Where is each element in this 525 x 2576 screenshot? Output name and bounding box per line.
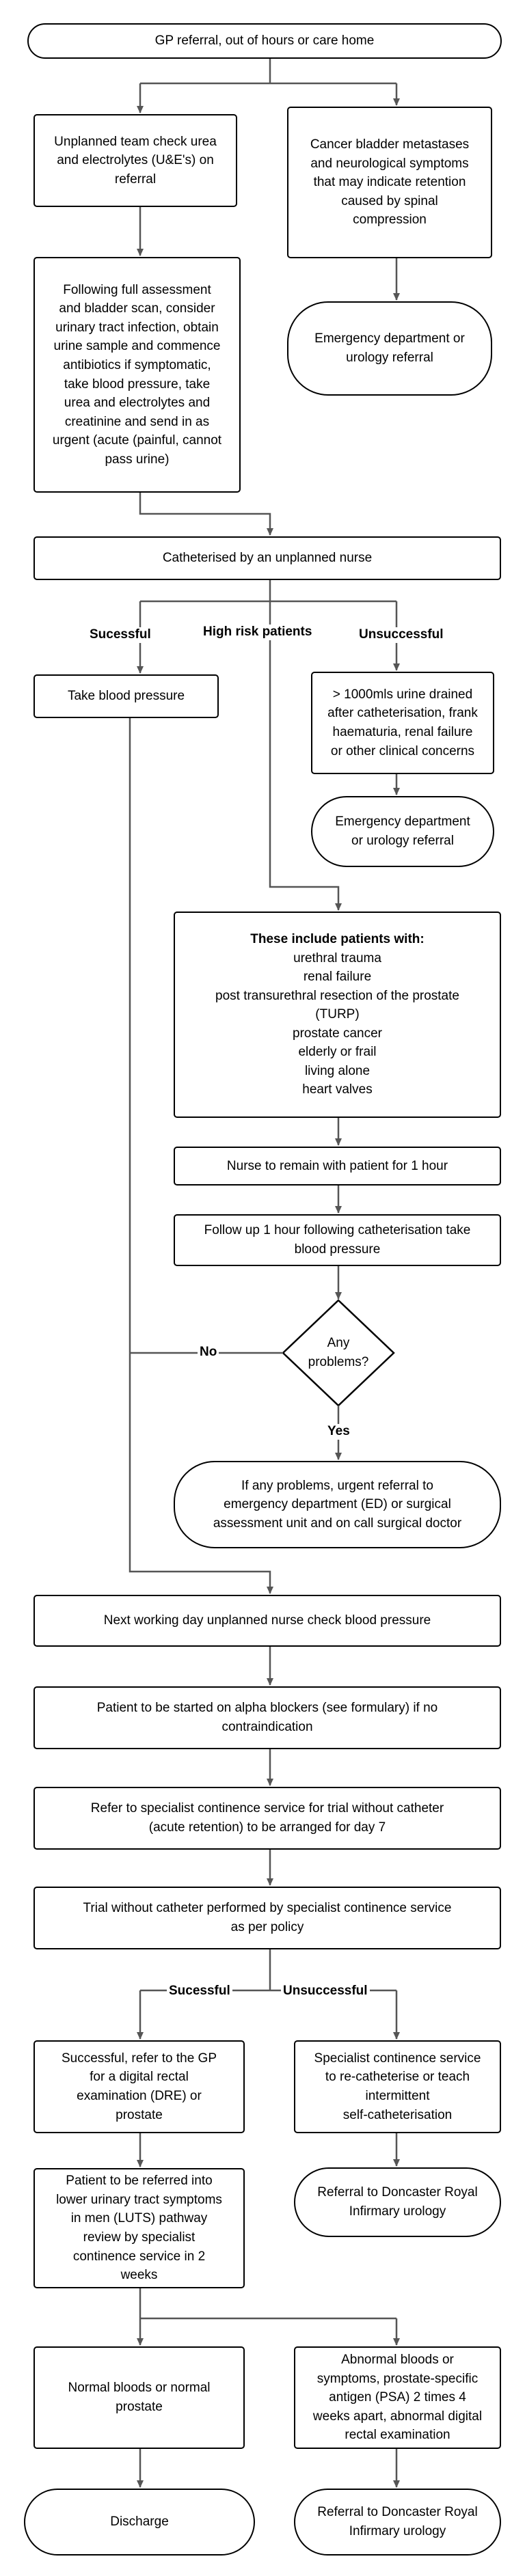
high-risk-list-node: These include patients with: urethral tr… xyxy=(174,912,501,1118)
discharge-text: Discharge xyxy=(110,2515,169,2530)
discharge-node: Discharge xyxy=(24,2489,255,2556)
trial-without-catheter-node: Trial without catheter performed by spec… xyxy=(33,1887,501,1949)
follow-up-node: Follow up 1 hour following catheterisati… xyxy=(174,1214,501,1266)
remain-1hr-text: Nurse to remain with patient for 1 hour xyxy=(226,1158,448,1173)
ed-referral-1-node: Emergency department or urology referral xyxy=(287,301,492,396)
ed-referral-2-node: Emergency department or urology referral xyxy=(311,796,494,867)
connector-arrow xyxy=(129,718,273,1594)
next-day-text: Next working day unplanned nurse check b… xyxy=(103,1613,431,1628)
connector-arrow xyxy=(139,493,273,536)
abnormal-bloods-node: Abnormal bloods or symptoms, prostate-sp… xyxy=(294,2346,501,2449)
specialist-recath-node: Specialist continence service to re-cath… xyxy=(294,2040,501,2133)
successful-label-1: Sucessful xyxy=(88,627,153,643)
doncaster-1-node: Referral to Doncaster Royal Infirmary ur… xyxy=(294,2167,501,2237)
unsuccessful-label-1: Unsuccessful xyxy=(357,627,446,643)
remain-1hr-node: Nurse to remain with patient for 1 hour xyxy=(174,1147,501,1186)
no-label: No xyxy=(198,1345,219,1360)
take-bp-node: Take blood pressure xyxy=(33,674,219,718)
high-risk-item: urethral trauma xyxy=(293,950,381,965)
alpha-blockers-node: Patient to be started on alpha blockers … xyxy=(33,1686,501,1749)
over-1000ml-text: > 1000mls urine drained after catheteris… xyxy=(327,687,478,758)
refer-continence-node: Refer to specialist continence service f… xyxy=(33,1787,501,1850)
catheterised-text: Catheterised by an unplanned nurse xyxy=(162,551,373,566)
take-bp-text: Take blood pressure xyxy=(67,689,185,704)
ed-referral-1-text: Emergency department or urology referral xyxy=(314,331,465,365)
high-risk-item: heart valves xyxy=(302,1082,373,1097)
follow-up-text: Follow up 1 hour following catheterisati… xyxy=(204,1223,471,1257)
over-1000ml-node: > 1000mls urine drained after catheteris… xyxy=(311,672,494,774)
cancer-metastases-text: Cancer bladder metastases and neurologic… xyxy=(310,137,470,228)
refer-continence-text: Refer to specialist continence service f… xyxy=(90,1801,444,1835)
cancer-metastases-node: Cancer bladder metastases and neurologic… xyxy=(287,107,492,258)
high-risk-item: renal failure xyxy=(303,970,372,985)
doncaster-2-node: Referral to Doncaster Royal Infirmary ur… xyxy=(294,2489,501,2556)
unplanned-check-text: Unplanned team check urea and electrolyt… xyxy=(54,134,217,187)
full-assessment-node: Following full assessment and bladder sc… xyxy=(33,257,241,493)
next-day-node: Next working day unplanned nurse check b… xyxy=(33,1595,501,1647)
high-risk-item: living alone xyxy=(304,1063,371,1078)
alpha-blockers-text: Patient to be started on alpha blockers … xyxy=(96,1701,438,1734)
gp-referral-node: GP referral, out of hours or care home xyxy=(27,23,502,59)
doncaster-1-text: Referral to Doncaster Royal Infirmary ur… xyxy=(317,2185,478,2219)
unplanned-check-node: Unplanned team check urea and electrolyt… xyxy=(33,114,237,207)
high-risk-title: These include patients with: xyxy=(250,932,425,947)
high-risk-item: post transurethral resection of the pros… xyxy=(215,988,459,1003)
luts-review-node: Patient to be referred into lower urinar… xyxy=(33,2168,245,2288)
luts-review-text: Patient to be referred into lower urinar… xyxy=(56,2174,222,2283)
successful-label-2: Sucessful xyxy=(167,1984,232,1999)
full-assessment-text: Following full assessment and bladder sc… xyxy=(52,282,222,467)
any-problems-decision: Any problems? xyxy=(282,1298,395,1408)
high-risk-item: elderly or frail xyxy=(298,1045,377,1060)
ed-referral-2-text: Emergency department or urology referral xyxy=(335,814,470,848)
successful-gp-node: Successful, refer to the GP for a digita… xyxy=(33,2040,245,2133)
yes-label: Yes xyxy=(325,1424,352,1440)
high-risk-item: (TURP) xyxy=(315,1007,360,1022)
normal-bloods-node: Normal bloods or normal prostate xyxy=(33,2346,245,2449)
catheterised-node: Catheterised by an unplanned nurse xyxy=(33,536,501,580)
specialist-recath-text: Specialist continence service to re-cath… xyxy=(314,2051,481,2122)
doncaster-2-text: Referral to Doncaster Royal Infirmary ur… xyxy=(317,2505,478,2538)
unsuccessful-label-2: Unsuccessful xyxy=(281,1984,370,1999)
normal-bloods-text: Normal bloods or normal prostate xyxy=(68,2381,211,2414)
urgent-referral-node: If any problems, urgent referral to emer… xyxy=(174,1461,501,1548)
successful-gp-text: Successful, refer to the GP for a digita… xyxy=(61,2051,217,2122)
high-risk-label: High risk patients xyxy=(201,625,314,640)
high-risk-item: prostate cancer xyxy=(293,1026,382,1041)
abnormal-bloods-text: Abnormal bloods or symptoms, prostate-sp… xyxy=(312,2353,483,2443)
gp-referral-text: GP referral, out of hours or care home xyxy=(154,33,375,49)
any-problems-text: Any problems? xyxy=(308,1336,369,1369)
urgent-referral-text: If any problems, urgent referral to emer… xyxy=(213,1478,462,1531)
trial-without-catheter-text: Trial without catheter performed by spec… xyxy=(83,1901,452,1934)
connector-arrow xyxy=(269,601,342,911)
